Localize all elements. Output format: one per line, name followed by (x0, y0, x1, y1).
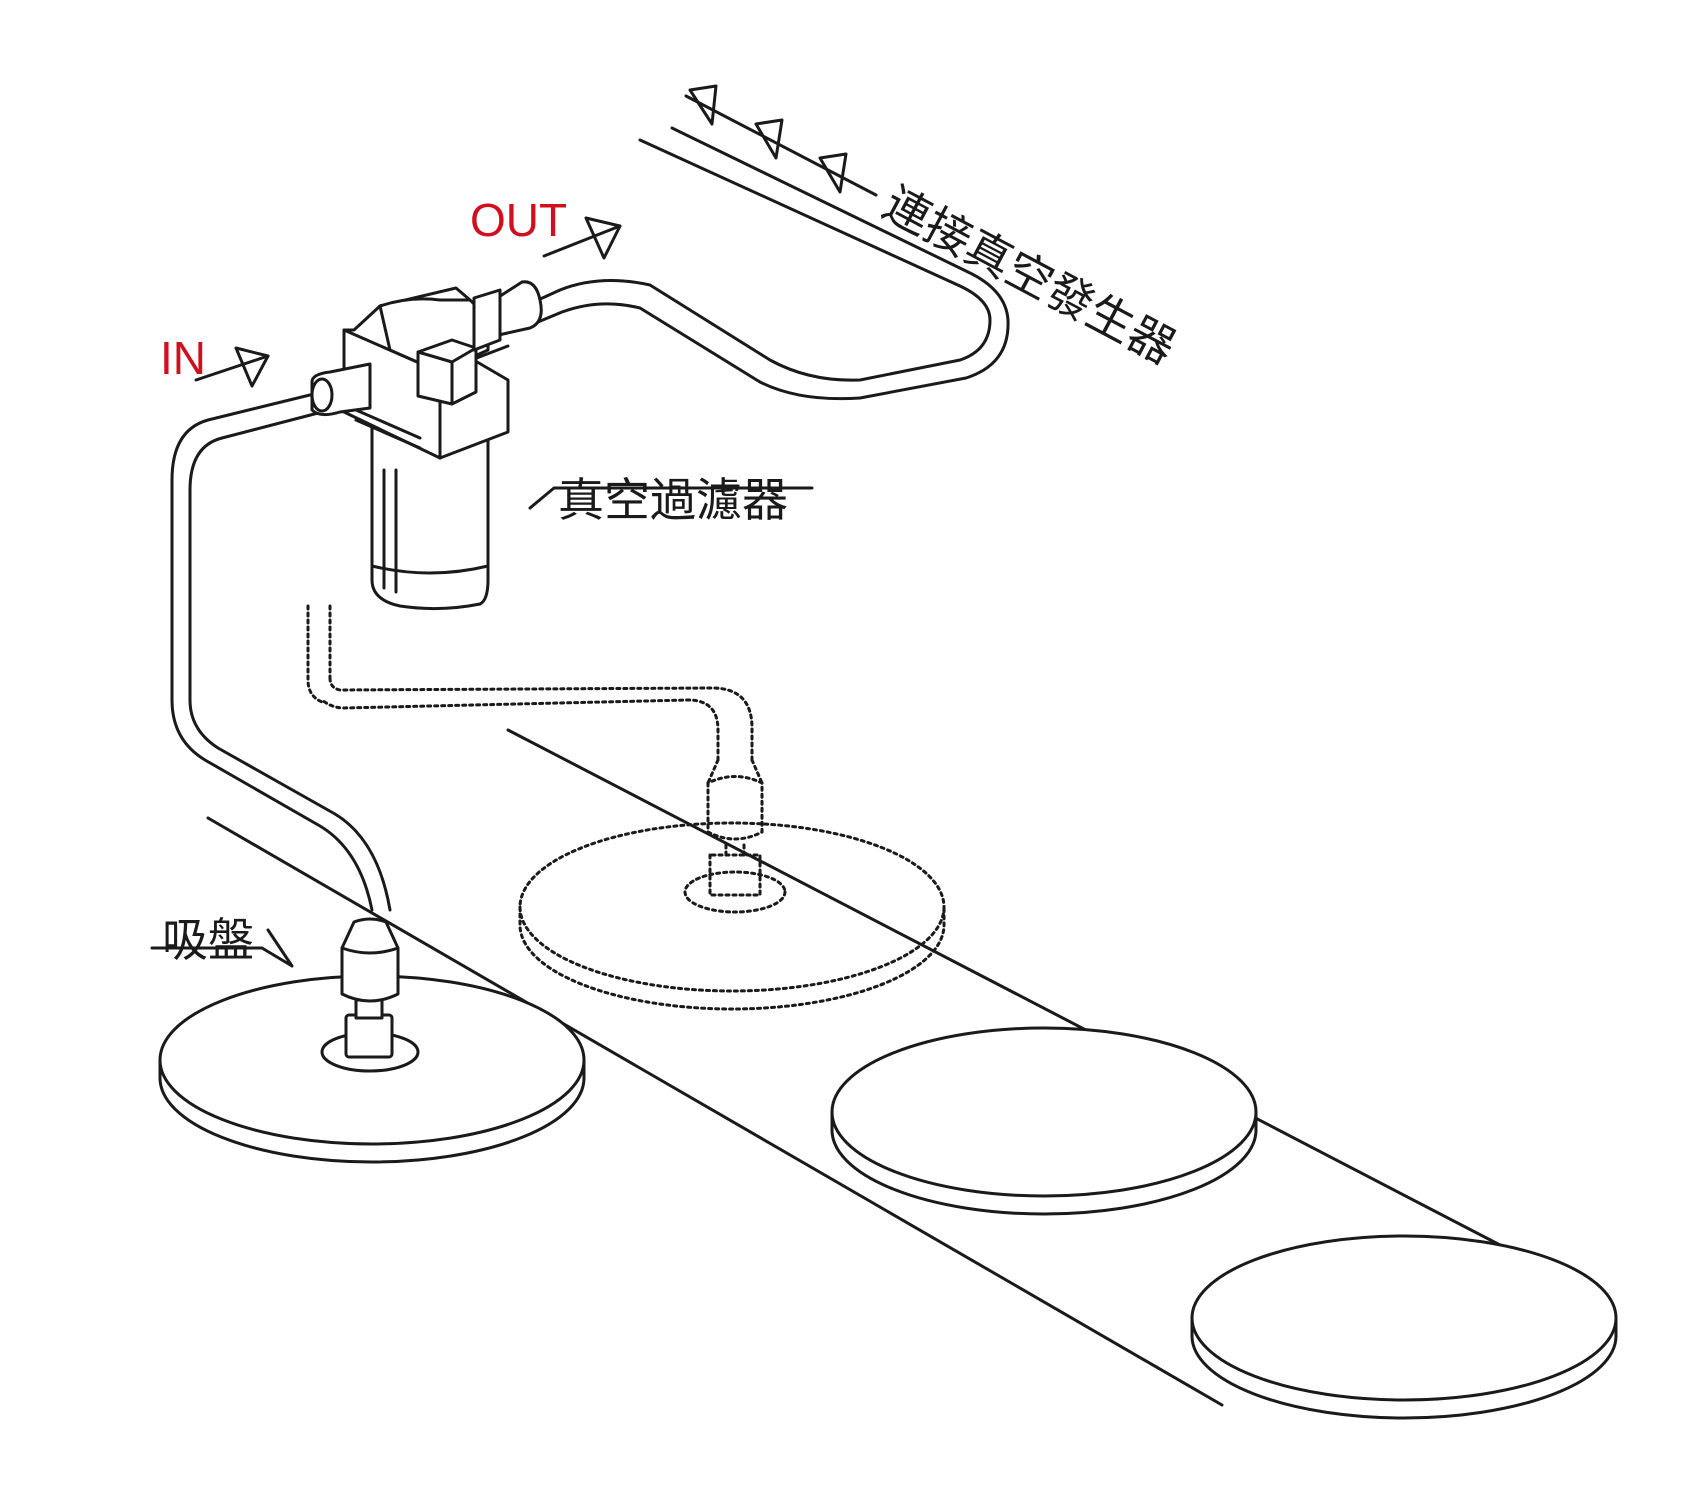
filter-bowl (370, 416, 490, 611)
conveyor-edge-far (506, 728, 1502, 1247)
hidden-disc (518, 821, 946, 993)
workpiece-disc-middle (830, 1026, 1258, 1216)
flow-arrows-generator (684, 84, 878, 197)
leader-lines (150, 486, 814, 968)
suction-cup-leader (150, 928, 294, 968)
flow-arrow-icon (542, 224, 622, 258)
flow-arrow-icon (194, 354, 270, 382)
suction-cup (320, 917, 420, 1073)
suction-cup-stem (344, 1013, 394, 1059)
filter-outlet-fitting (492, 280, 543, 338)
flow-arrow-icon (754, 118, 784, 160)
filter-leader (528, 486, 814, 510)
flow-arrow-out (542, 216, 622, 260)
conveyor-belt (206, 728, 1502, 1407)
label-filter: 真空過濾器 (558, 473, 788, 527)
hose-in (170, 391, 392, 912)
vacuum-filter (310, 280, 543, 611)
label-suction-cup: 吸盤 (162, 913, 254, 967)
workpiece-disc-far (1190, 1234, 1618, 1420)
flow-arrow-icon (688, 84, 718, 126)
flow-arrow-icon (818, 152, 848, 194)
hidden-suction-assembly (306, 604, 946, 1011)
label-in: IN (160, 332, 206, 384)
hose-out (536, 126, 1010, 401)
label-out: OUT (470, 194, 567, 246)
flow-arrow-in (194, 346, 270, 388)
conveyor-edge-near (206, 816, 1224, 1407)
label-generator: 連接真空發生器 (875, 176, 1185, 375)
